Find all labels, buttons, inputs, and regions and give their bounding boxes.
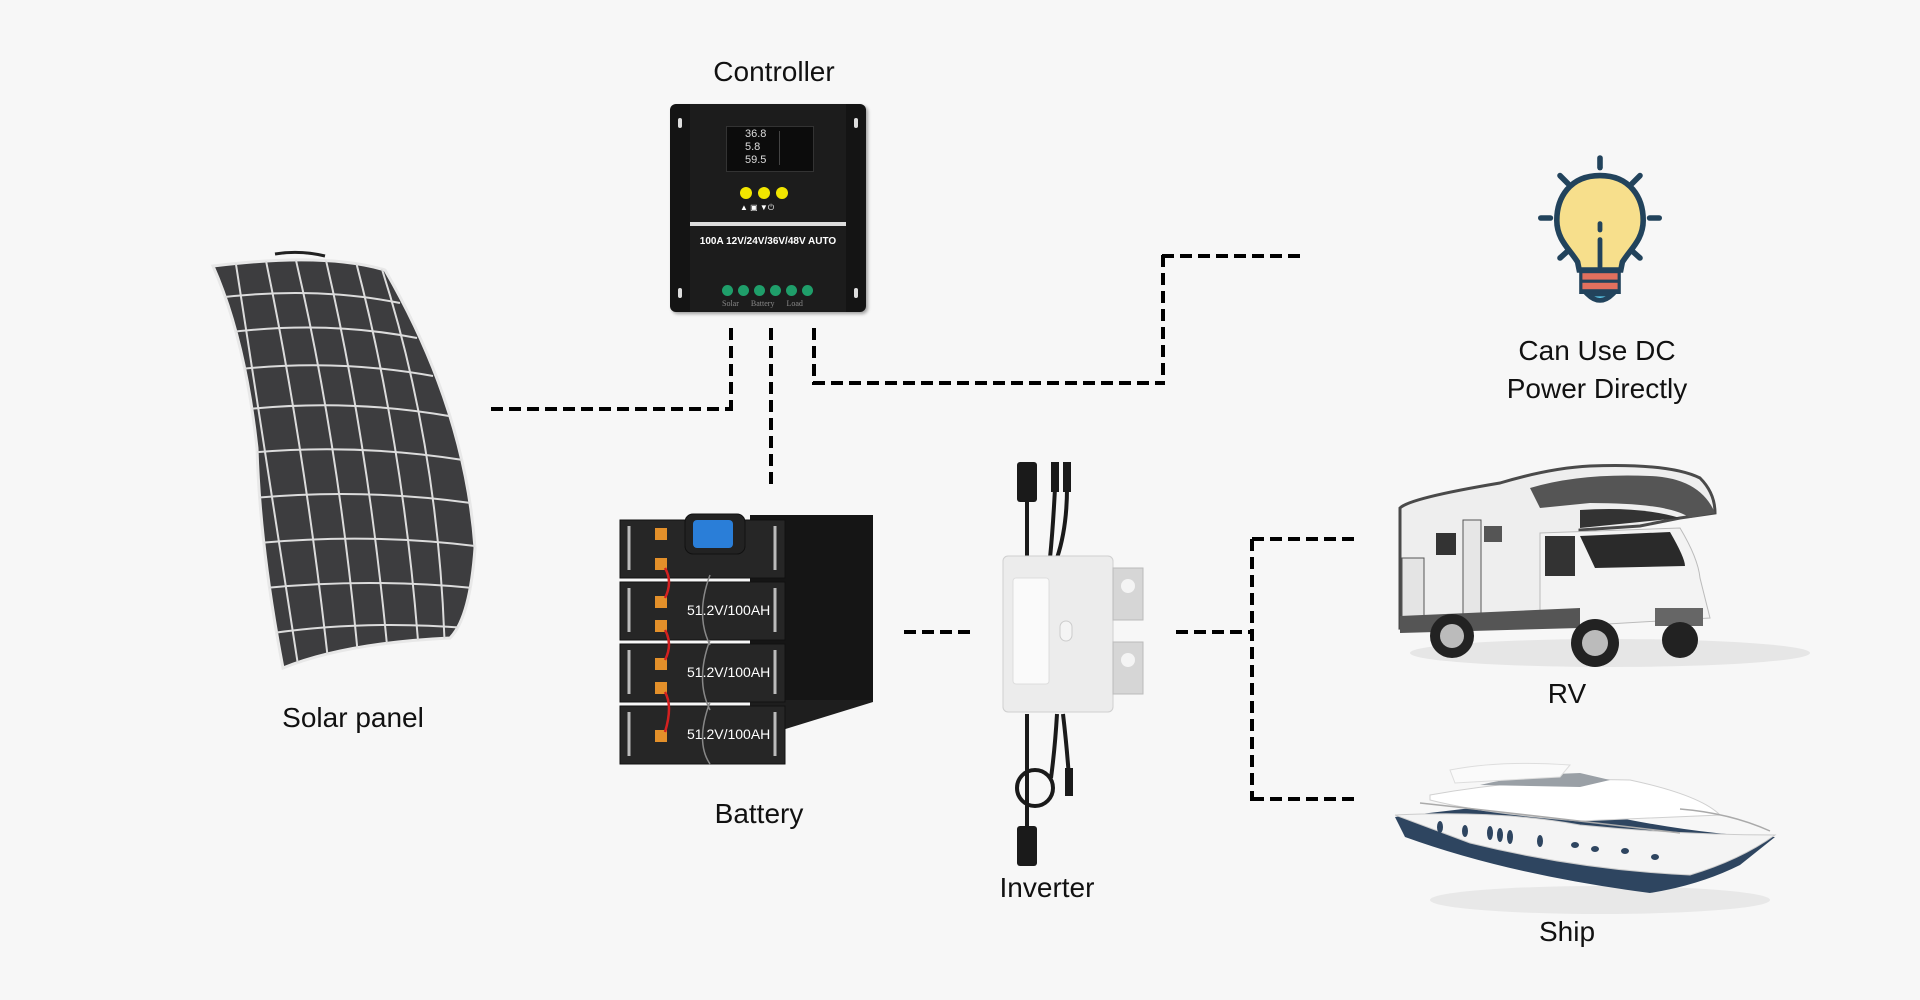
terminal-icon bbox=[754, 285, 765, 296]
controller-label: Controller bbox=[713, 56, 835, 87]
terminal-icon bbox=[786, 285, 797, 296]
dash-segment bbox=[1252, 797, 1356, 801]
dc-load-node bbox=[1520, 135, 1680, 325]
controller-stripe bbox=[690, 222, 846, 226]
dash-segment bbox=[1176, 630, 1252, 634]
dash-segment bbox=[904, 630, 970, 634]
rv-node bbox=[1380, 448, 1820, 678]
dash-segment bbox=[769, 328, 773, 484]
mount-hole-icon bbox=[854, 288, 858, 298]
menu-button bbox=[758, 187, 770, 199]
ship-image bbox=[1394, 762, 1777, 914]
controller-display: 36.8 5.8 59.5 bbox=[726, 126, 814, 172]
dc-load-label-line2: Power Directly bbox=[1506, 372, 1688, 404]
display-value-load: 59.5 bbox=[745, 154, 767, 166]
reset-button bbox=[740, 187, 752, 199]
terminal-icon bbox=[770, 285, 781, 296]
controller-terminals bbox=[722, 285, 813, 296]
dc-load-label-line1: Can Use DC bbox=[1518, 335, 1676, 366]
dash-segment bbox=[1252, 537, 1356, 541]
ship-node bbox=[1380, 725, 1790, 925]
terminal-label-battery: Battery bbox=[750, 299, 775, 308]
display-value-battery: 5.8 bbox=[745, 141, 761, 153]
terminal-label-load: Load bbox=[786, 299, 803, 308]
terminal-label-solar: Solar bbox=[722, 299, 739, 308]
rv-label: RV bbox=[1547, 678, 1587, 709]
battery-module-label: 51.2V/100AH bbox=[687, 726, 771, 742]
battery-stack-image bbox=[619, 513, 873, 765]
on-off-button bbox=[776, 187, 788, 199]
controller-spec: 100A 12V/24V/36V/48V AUTO bbox=[699, 236, 837, 247]
dash-segment bbox=[813, 381, 1165, 385]
dash-segment bbox=[1250, 539, 1254, 801]
dash-segment bbox=[1162, 254, 1306, 258]
dash-segment bbox=[729, 328, 733, 411]
battery-module-label: 51.2V/100AH bbox=[687, 664, 771, 680]
mount-hole-icon bbox=[678, 118, 682, 128]
display-value-pv: 36.8 bbox=[745, 128, 767, 140]
inverter-node bbox=[995, 458, 1175, 868]
battery-module-label: 51.2V/100AH bbox=[687, 602, 771, 618]
solar-panel-node bbox=[205, 248, 495, 678]
light-bulb-icon bbox=[1538, 155, 1662, 303]
battery-label: Battery bbox=[714, 798, 804, 829]
solar-panel-image bbox=[210, 250, 477, 671]
rv-image bbox=[1398, 464, 1810, 667]
mount-hole-icon bbox=[854, 118, 858, 128]
terminal-icon bbox=[802, 285, 813, 296]
button-icons: ▲ ▣ ▼⏻ bbox=[740, 203, 775, 212]
battery-node: 51.2V/100AH 51.2V/100AH 51.2V/100AH bbox=[615, 510, 875, 770]
ship-label: Ship bbox=[1538, 916, 1596, 947]
terminal-icon bbox=[722, 285, 733, 296]
terminal-icon bbox=[738, 285, 749, 296]
inverter-image bbox=[1002, 462, 1144, 866]
dc-load-label: Can Use DC Power Directly bbox=[1507, 332, 1687, 408]
dash-segment bbox=[1161, 255, 1165, 385]
dash-segment bbox=[491, 407, 733, 411]
controller-node: 36.8 5.8 59.5 ▲ ▣ ▼⏻ 100A 12V/24V/36V/48… bbox=[670, 104, 866, 312]
dash-segment bbox=[812, 328, 816, 385]
mount-hole-icon bbox=[678, 288, 682, 298]
inverter-label: Inverter bbox=[999, 872, 1095, 903]
terminal-labels: Solar Battery Load bbox=[722, 299, 803, 308]
solar-panel-label: Solar panel bbox=[282, 702, 424, 733]
